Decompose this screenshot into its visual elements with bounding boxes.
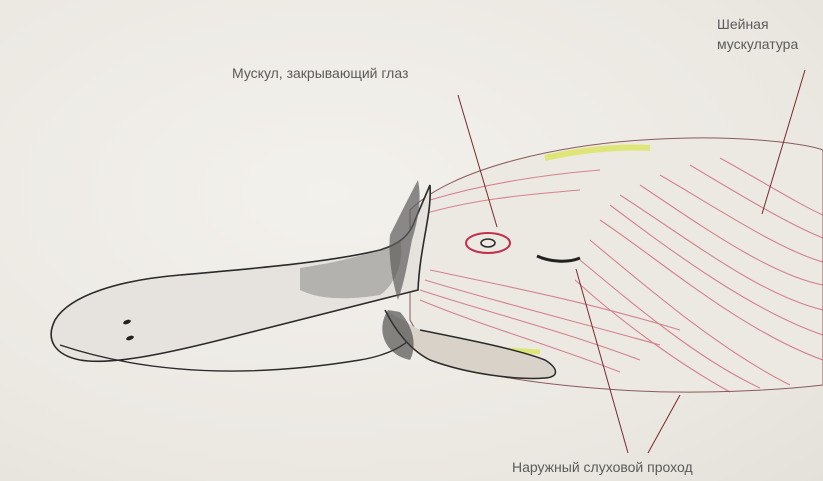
label-eye-muscle: Мускул, закрывающий глаз [232,64,408,82]
label-ear-canal: Наружный слуховой проход [512,458,693,476]
leader-ear-2 [648,395,680,453]
bill-shading [300,240,401,298]
label-neck-line1: Шейная [717,14,798,34]
label-neck-muscles: Шейная мускулатура [717,14,798,54]
label-neck-line2: мускулатура [717,34,798,54]
